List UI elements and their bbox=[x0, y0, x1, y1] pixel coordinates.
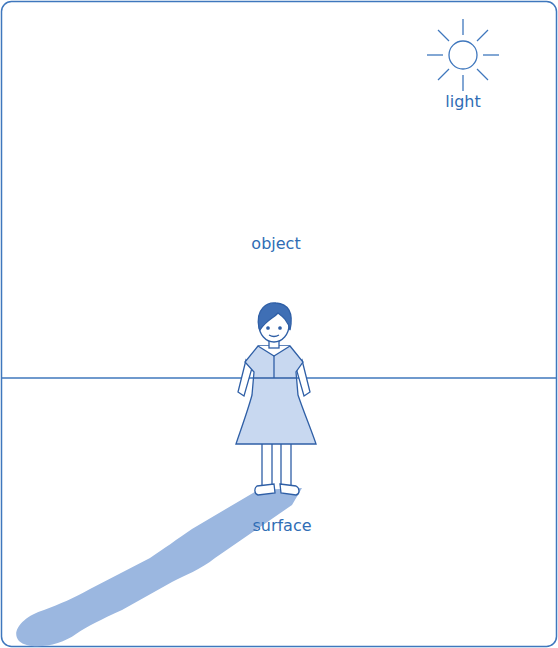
shadow bbox=[16, 488, 302, 646]
sun-symbol bbox=[427, 19, 499, 91]
part-label: surface bbox=[252, 516, 311, 535]
part-label: light bbox=[445, 92, 480, 111]
horizon-line bbox=[2, 377, 557, 379]
girl-figure bbox=[236, 303, 316, 495]
part-label: object bbox=[251, 234, 300, 253]
